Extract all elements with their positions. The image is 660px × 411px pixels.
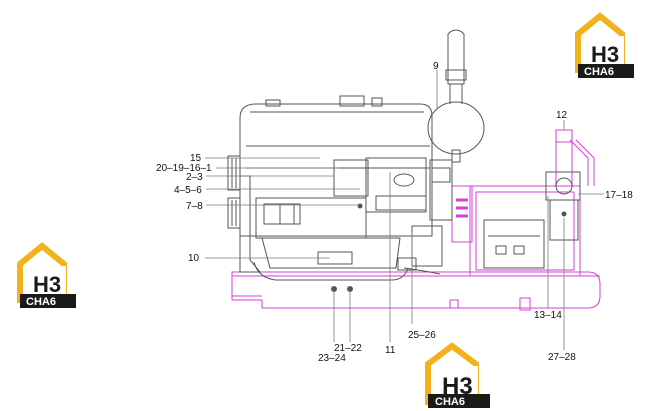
logo-left: H3 CHA6: [17, 242, 76, 308]
callout-25-26: 25–26: [408, 330, 436, 341]
callout-27-28: 27–28: [548, 352, 576, 363]
callout-4-5-6: 4–5–6: [174, 185, 202, 196]
callout-21-22: 21–22: [334, 343, 362, 354]
callout-23-24: 23–24: [318, 353, 346, 364]
logo-wordmark: CHA6: [26, 296, 56, 308]
logo-band: [578, 64, 634, 78]
callout-13-14: 13–14: [534, 310, 562, 321]
logo-band: [428, 394, 490, 408]
callout-2-3: 2–3: [186, 172, 203, 183]
logo-top-right: H3 CHA6: [575, 12, 634, 78]
callout-20-19-16-1: 20–19–16–1: [156, 163, 212, 174]
logo-bottom: H3 CHA6: [425, 342, 490, 408]
logo-wordmark: CHA6: [435, 396, 465, 408]
leader-lines: [205, 70, 604, 350]
callout-15: 15: [190, 153, 202, 164]
engine-block: [227, 29, 581, 292]
callout-11: 11: [385, 345, 396, 356]
callout-17-18: 17–18: [605, 190, 633, 201]
logo-wordmark: CHA6: [584, 66, 614, 78]
callout-9: 9: [433, 61, 439, 72]
base-frame: [231, 129, 601, 311]
callout-7-8: 7–8: [186, 201, 203, 212]
logo-band: [20, 294, 76, 308]
logo-mark: H3: [591, 42, 619, 67]
callout-12: 12: [556, 110, 568, 121]
callout-10: 10: [188, 253, 200, 264]
callout-labels: 9 12 15 20–19–16–1 2–3 4–5–6 7–8 10 17–1…: [156, 61, 633, 364]
logo-mark: H3: [33, 272, 61, 297]
